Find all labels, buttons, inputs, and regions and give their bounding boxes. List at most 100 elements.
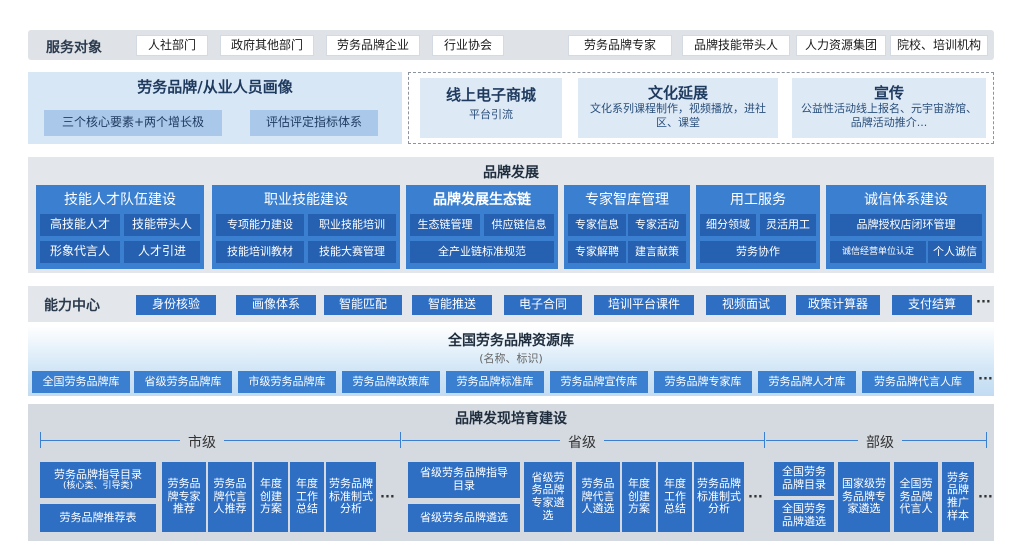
service-item-6[interactable]: 人力资源集团 [796,35,886,56]
province-item-4[interactable]: 劳务品牌标准制式分析 [694,462,744,532]
channel-title-2: 宣传 [873,84,904,102]
ministry-item-1[interactable]: 全国劳务品牌代言人 [894,462,938,532]
brand-col-5-item-0[interactable]: 品牌授权店闭环管理 [830,214,982,236]
service-item-1[interactable]: 政府其他部门 [220,35,314,56]
brand-col-2-item-0[interactable]: 生态链管理 [410,214,480,236]
brand-col-title-5: 诚信体系建设 [864,192,948,208]
resource-title: 全国劳务品牌资源库 [448,333,574,349]
province-item-3[interactable]: 年度工作总结 [658,462,692,532]
brand-col-1-item-2[interactable]: 技能培训教材 [216,241,304,263]
capability-item-8[interactable]: 支付结算 [892,295,972,315]
channel-card-0[interactable] [420,78,562,138]
province-item-1[interactable]: 劳务品牌代言人遴选 [576,462,620,532]
province-select[interactable]: 省级劳务品牌遴选 [408,504,520,532]
resource-item-0[interactable]: 全国劳务品牌库 [32,371,130,393]
channel-desc-0: 平台引流 [469,108,513,121]
discovery-title: 品牌发现培育建设 [455,411,567,427]
capability-item-7[interactable]: 政策计算器 [796,295,880,315]
brand-col-0-item-1[interactable]: 技能带头人 [124,214,200,236]
portrait-item-1[interactable]: 评估评定指标体系 [250,110,378,136]
service-item-5[interactable]: 品牌技能带头人 [682,35,790,56]
resource-item-2[interactable]: 市级劳务品牌库 [238,371,336,393]
capability-item-3[interactable]: 智能推送 [412,295,492,315]
capability-item-6[interactable]: 视频面试 [706,295,786,315]
brand-col-4-item-2[interactable]: 劳务协作 [700,241,816,263]
service-item-2[interactable]: 劳务品牌企业 [326,35,420,56]
channel-title-1: 文化延展 [647,84,708,102]
ministry-more: ··· [978,490,993,505]
service-label: 服务对象 [46,40,102,56]
brand-col-1-item-3[interactable]: 技能大赛管理 [308,241,396,263]
level-tick-3 [986,432,987,448]
channels-panel [408,72,994,144]
city-guide-label: 劳务品牌指导目录 [54,467,142,481]
channel-desc-2: 公益性活动线上报名、元宇宙游馆、品牌活动推介... [801,102,977,129]
brand-col-title-2: 品牌发展生态链 [433,192,531,208]
capability-item-4[interactable]: 电子合同 [504,295,582,315]
province-item-2[interactable]: 年度创建方案 [622,462,656,532]
brand-col-4-item-0[interactable]: 细分领域 [700,214,756,236]
brand-col-3-item-2[interactable]: 专家解聘 [568,241,626,263]
resource-item-1[interactable]: 省级劳务品牌库 [134,371,232,393]
brand-col-3-item-0[interactable]: 专家信息 [568,214,626,236]
capability-item-2[interactable]: 智能匹配 [324,295,402,315]
capability-item-5[interactable]: 培训平台课件 [594,295,694,315]
brand-col-0-item-3[interactable]: 人才引进 [124,241,200,263]
service-item-3[interactable]: 行业协会 [432,35,504,56]
brand-col-1-item-1[interactable]: 职业技能培训 [308,214,396,236]
resource-subtitle: (名称、标识) [479,352,543,365]
city-item-0[interactable]: 劳务品牌专家推荐 [162,462,206,532]
brand-col-0-item-2[interactable]: 形象代言人 [40,241,120,263]
capability-item-0[interactable]: 身份核验 [136,295,216,315]
city-item-2[interactable]: 年度创建方案 [254,462,288,532]
level-tick-1 [400,432,401,448]
service-item-7[interactable]: 院校、培训机构 [890,35,988,56]
resource-item-6[interactable]: 劳务品牌专家库 [654,371,752,393]
ministry-item-2[interactable]: 劳务品牌推广样本 [942,462,974,532]
brand-col-3-item-3[interactable]: 建言献策 [628,241,686,263]
province-more: ··· [748,490,763,505]
city-item-4[interactable]: 劳务品牌标准制式分析 [326,462,376,532]
brand-col-1-item-0[interactable]: 专项能力建设 [216,214,304,236]
capability-item-1[interactable]: 画像体系 [236,295,316,315]
resource-item-5[interactable]: 劳务品牌宣传库 [550,371,648,393]
brand-col-title-4: 用工服务 [730,192,786,208]
resource-item-7[interactable]: 劳务品牌人才库 [758,371,856,393]
resource-item-8[interactable]: 劳务品牌代言人库 [862,371,974,393]
brand-col-2-item-2[interactable]: 全产业链标准规范 [410,241,554,263]
province-item-0[interactable]: 省级劳务品牌专家遴选 [524,462,572,532]
service-item-4[interactable]: 劳务品牌专家 [568,35,672,56]
brand-col-title-0: 技能人才队伍建设 [64,192,176,208]
channel-card-1[interactable] [578,78,778,138]
channel-desc-1: 文化系列课程制作，视频播放，进社区、课堂 [590,102,766,129]
ministry-item-stack-1[interactable]: 全国劳务品牌遴选 [774,500,834,532]
level-label-ministry: 部级 [858,432,902,452]
capability-more: ··· [976,295,991,310]
capability-label: 能力中心 [44,298,100,314]
province-guide[interactable]: 省级劳务品牌指导目录 [408,462,520,498]
brand-col-3-item-1[interactable]: 专家活动 [628,214,686,236]
level-tick-0 [40,432,41,448]
portrait-title: 劳务品牌/从业人员画像 [137,78,293,96]
level-label-province: 省级 [560,432,604,452]
resource-item-4[interactable]: 劳务品牌标准库 [446,371,544,393]
city-item-1[interactable]: 劳务品牌代言人推荐 [208,462,252,532]
service-item-0[interactable]: 人社部门 [136,35,208,56]
brand-col-title-1: 职业技能建设 [264,192,348,208]
brand-col-4-item-1[interactable]: 灵活用工 [760,214,816,236]
resource-more: ··· [978,372,993,387]
channel-card-2[interactable] [792,78,986,138]
city-recommend[interactable]: 劳务品牌推荐表 [40,504,156,532]
brand-col-5-item-2[interactable]: 个人诚信 [928,241,982,263]
brand-dev-title: 品牌发展 [483,165,539,181]
brand-col-5-item-1[interactable]: 诚信经营单位认定 [830,241,926,263]
resource-item-3[interactable]: 劳务品牌政策库 [342,371,440,393]
brand-col-2-item-1[interactable]: 供应链信息 [484,214,554,236]
brand-col-0-item-0[interactable]: 高技能人才 [40,214,120,236]
ministry-item-stack-0[interactable]: 全国劳务品牌目录 [774,462,834,496]
city-item-3[interactable]: 年度工作总结 [290,462,324,532]
channel-title-0: 线上电子商城 [445,86,536,104]
ministry-item-0[interactable]: 国家级劳务品牌专家遴选 [838,462,890,532]
portrait-item-0[interactable]: 三个核心要素+两个增长极 [44,110,222,136]
city-guide[interactable]: 劳务品牌指导目录 (核心类、引导类) [40,462,156,498]
